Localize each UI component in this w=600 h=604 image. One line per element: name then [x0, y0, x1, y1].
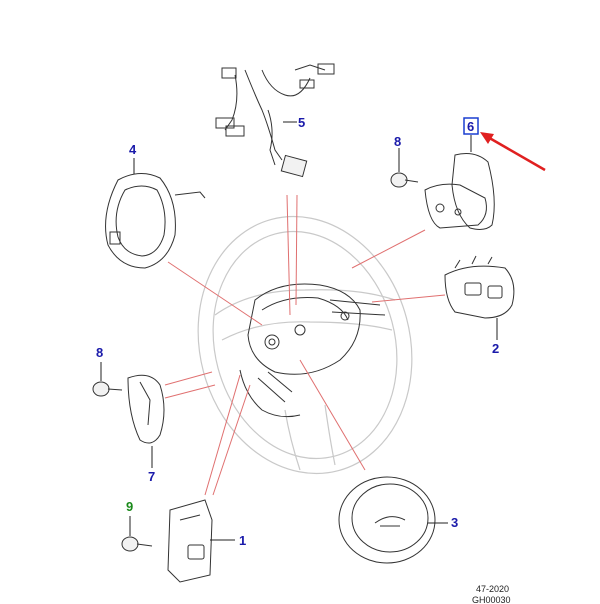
- airbag-part: [338, 476, 448, 564]
- callout-6-highlight-box: [463, 117, 479, 135]
- clockspring-part: [105, 158, 206, 269]
- callout-2: 2: [492, 341, 499, 356]
- switch-pack-part: [444, 255, 515, 340]
- switch-module-part: [167, 499, 235, 583]
- callout-8-upper: 8: [394, 134, 401, 149]
- callout-5: 5: [298, 115, 305, 130]
- callout-4: 4: [129, 142, 137, 157]
- paddle-left-part: [127, 374, 165, 468]
- callout-9: 9: [126, 499, 133, 514]
- callout-7: 7: [148, 469, 155, 484]
- screw-part-left: [92, 362, 123, 397]
- footer-date: 47-2020: [476, 584, 509, 594]
- steering-wheel-rim: [197, 215, 413, 475]
- steering-wheel-hub: [239, 283, 386, 418]
- callout-8-left: 8: [96, 345, 103, 360]
- callout-1: 1: [239, 533, 246, 548]
- footer-code: GH00030: [472, 595, 511, 604]
- screw-part-upper: [390, 148, 419, 188]
- callout-6: 6: [467, 119, 474, 134]
- screw-part-bottom: [121, 516, 153, 552]
- wiring-harness-part: [215, 63, 335, 178]
- leader-lines: [164, 194, 446, 496]
- paddle-cover-part: [424, 135, 495, 230]
- red-arrow-icon: [480, 132, 546, 172]
- callout-3: 3: [451, 515, 458, 530]
